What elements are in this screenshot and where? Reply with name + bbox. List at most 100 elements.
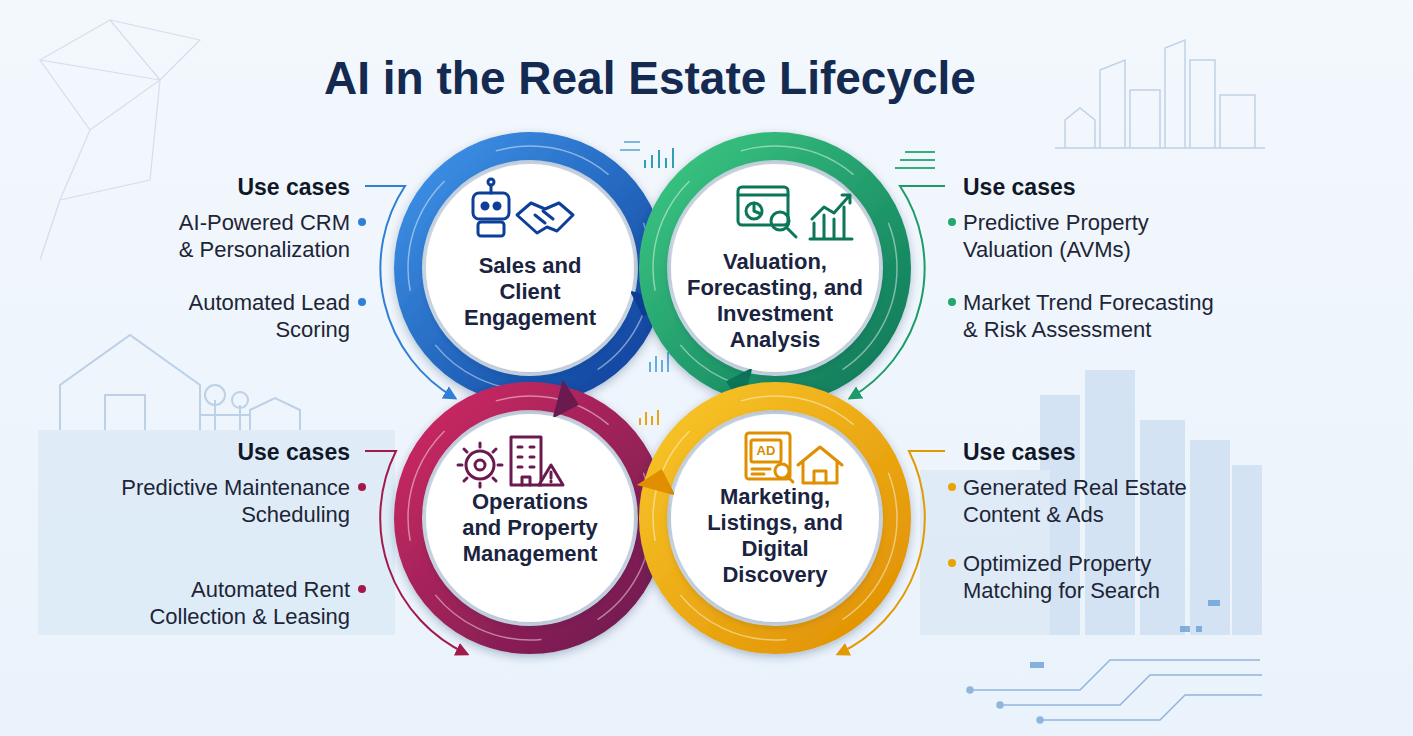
inner-disc [671, 414, 879, 622]
bullet-dot [948, 559, 956, 567]
use-case-item: AI-Powered CRM & Personalization [168, 209, 350, 263]
ring-highlight [653, 396, 897, 640]
diagram-title: AI in the Real Estate Lifecycle [0, 50, 1300, 106]
bullet-dot [948, 483, 956, 491]
tree-path [200, 400, 250, 430]
use-case-item: Generated Real Estate Content & Ads [963, 474, 1203, 528]
pixel-square [1180, 626, 1190, 632]
bullet-dot [358, 298, 366, 306]
circle-title: Valuation, Forecasting, and Investment A… [680, 249, 870, 353]
robot-head [473, 193, 509, 219]
magnifier-handle [787, 228, 796, 237]
pie-slice [754, 203, 761, 214]
magnifier-handle [787, 476, 793, 482]
bullet-dot [358, 585, 366, 593]
handshake-fingers [535, 211, 553, 223]
gradient-ring [408, 146, 652, 390]
ring-arrowhead [637, 469, 676, 496]
robot-eye [494, 203, 500, 209]
bar-path [895, 152, 935, 168]
gear-teeth [458, 443, 502, 487]
document-icon [746, 433, 790, 479]
bullet-dot [948, 298, 956, 306]
lifecycle-circle: Marketing, Listings, and Digital Discove… [630, 373, 920, 663]
circle-title: Sales and Client Engagement [455, 253, 605, 331]
use-case-heading: Use cases [963, 174, 1103, 201]
bullet-dot [358, 483, 366, 491]
lifecycle-circle: Operations and Property Management [385, 373, 675, 663]
ring-highlight [408, 146, 652, 390]
bar-path [645, 148, 673, 168]
use-case-heading: Use cases [210, 174, 350, 201]
network-path [40, 20, 200, 260]
inner-disc [426, 414, 634, 622]
warning-icon [539, 465, 563, 485]
circuit-path [970, 660, 1262, 720]
use-case-item: Optimized Property Matching for Search [963, 550, 1168, 604]
gear-hub [475, 460, 485, 470]
gradient-ring [653, 146, 897, 390]
pixel-squares [1030, 600, 1220, 668]
bar-path [650, 352, 668, 372]
circuit-dot [1037, 717, 1043, 723]
house-path [60, 335, 200, 430]
skyline-outline [1055, 40, 1265, 148]
building-windows [518, 447, 534, 485]
inner-disc [671, 164, 879, 372]
skyline-fill [920, 370, 1262, 635]
warning-mark [550, 472, 553, 482]
use-case-item: Automated Rent Collection & Leasing [135, 576, 350, 630]
ring-arrowhead [553, 380, 580, 419]
circuit-dot [997, 702, 1003, 708]
tree-crown [205, 385, 225, 405]
pixel-square [1196, 626, 1202, 632]
house-door [814, 471, 826, 483]
circle-title: Marketing, Listings, and Digital Discove… [700, 484, 850, 588]
building-shape [1232, 465, 1262, 635]
use-case-heading: Use cases [210, 439, 350, 466]
ring-highlight [653, 146, 897, 390]
use-case-heading: Use cases [963, 439, 1103, 466]
building-shape [1190, 440, 1230, 635]
robot-body [478, 222, 504, 236]
bar-path [620, 142, 640, 150]
monitor-icon [738, 187, 788, 225]
building-icon [511, 437, 541, 485]
trend-arrow [812, 195, 850, 219]
circle-title: Operations and Property Management [455, 489, 605, 567]
gradient-ring [653, 396, 897, 640]
pixel-square [1208, 600, 1220, 606]
gradient-ring [408, 396, 652, 640]
lifecycle-circle: Sales and Client Engagement [385, 123, 675, 413]
circle-text: Valuation, Forecasting, and Investment A… [680, 249, 870, 353]
bullet-dot [948, 218, 956, 226]
house-path [250, 398, 300, 430]
pie-icon [746, 203, 762, 219]
bullet-dot [358, 218, 366, 226]
network-lines [40, 20, 200, 260]
house-outline [60, 335, 300, 430]
circle-text: Sales and Client Engagement [455, 253, 605, 331]
inner-disc [426, 164, 634, 372]
circuit-dot [967, 687, 973, 693]
use-case-item: Market Trend Forecasting & Risk Assessme… [963, 289, 1233, 343]
ring-highlight [408, 396, 652, 640]
circuit-lines [967, 660, 1262, 723]
use-case-item: Predictive Property Valuation (AVMs) [963, 209, 1173, 263]
handshake-icon [517, 203, 573, 233]
house-icon [798, 447, 842, 483]
circle-text: Marketing, Listings, and Digital Discove… [700, 484, 850, 588]
pixel-square [1030, 662, 1044, 668]
robot-eye [482, 203, 488, 209]
monitor-bar [738, 194, 788, 197]
lifecycle-circle: Valuation, Forecasting, and Investment A… [630, 123, 920, 413]
tree-crown [232, 392, 248, 408]
robot-antenna-tip [488, 179, 494, 185]
document-lines [752, 469, 770, 474]
ad-box [751, 440, 781, 462]
skyline-path [1055, 40, 1265, 148]
use-case-item: Automated Lead Scoring [170, 289, 350, 343]
use-case-item: Predictive Maintenance Scheduling [90, 474, 350, 528]
